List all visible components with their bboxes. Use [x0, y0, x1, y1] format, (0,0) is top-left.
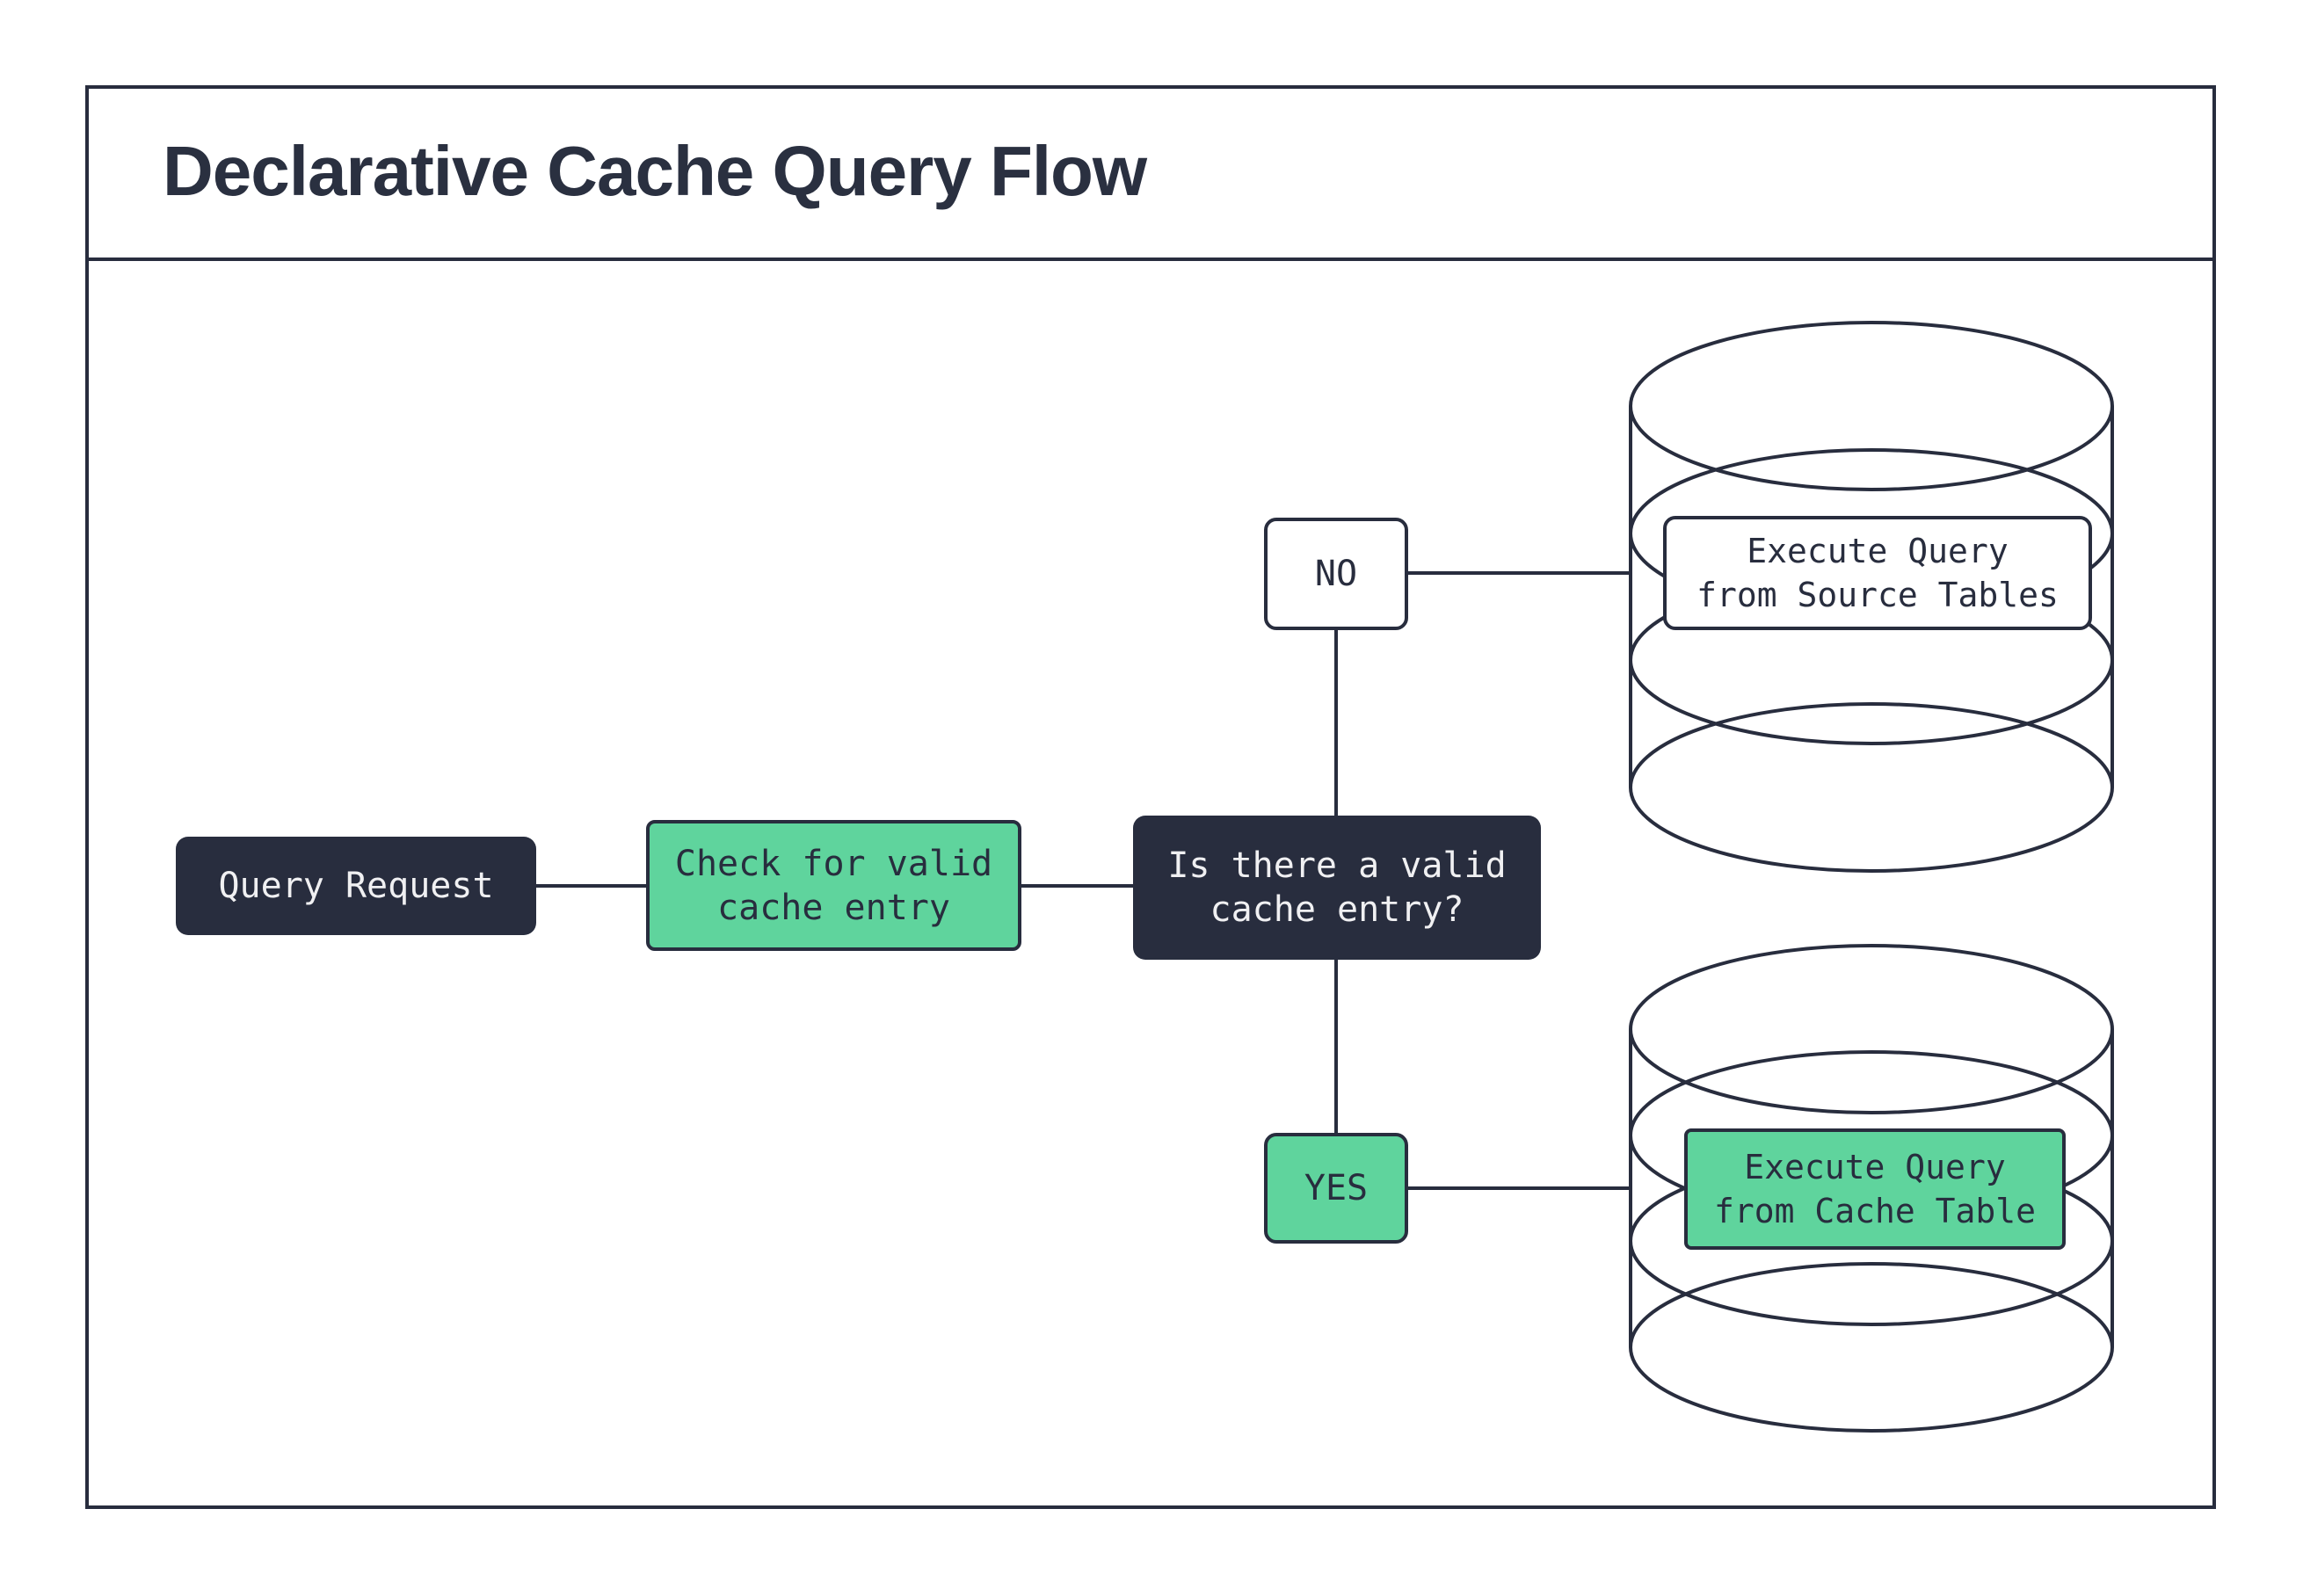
node-query-request: Query Request — [176, 837, 536, 935]
node-execute-source-line2: from Source Tables — [1696, 576, 2059, 614]
node-execute-cache-line1: Execute Query — [1744, 1148, 2006, 1186]
node-branch-yes-label: YES — [1304, 1168, 1369, 1208]
diagram-header: Declarative Cache Query Flow — [85, 85, 2216, 261]
node-branch-no: NO — [1264, 518, 1408, 630]
node-decision-valid-cache: Is there a valid cache entry? — [1133, 816, 1541, 960]
node-branch-yes: YES — [1264, 1133, 1408, 1244]
node-execute-cache-line2: from Cache Table — [1713, 1192, 2037, 1230]
node-execute-source-line1: Execute Query — [1747, 532, 2009, 570]
node-execute-cache-table: Execute Query from Cache Table — [1684, 1128, 2066, 1250]
diagram-border-frame — [85, 85, 2216, 1509]
page-title: Declarative Cache Query Flow — [163, 132, 1147, 210]
node-check-cache: Check for valid cache entry — [646, 820, 1021, 951]
node-decision-line1: Is there a valid — [1167, 845, 1507, 886]
node-execute-source-tables: Execute Query from Source Tables — [1663, 516, 2092, 630]
node-decision-line2: cache entry? — [1210, 889, 1464, 930]
node-check-cache-line2: cache entry — [717, 887, 950, 928]
node-query-request-label: Query Request — [218, 866, 494, 906]
node-branch-no-label: NO — [1314, 554, 1358, 594]
node-check-cache-line1: Check for valid — [674, 843, 993, 884]
